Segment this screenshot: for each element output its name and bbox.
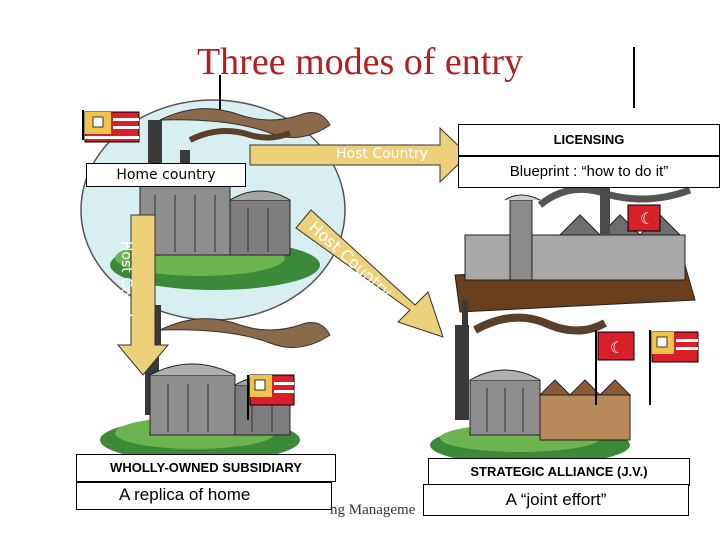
replica-label: A replica of home <box>76 482 332 510</box>
licensing-label: LICENSING <box>458 124 720 156</box>
alliance-label: STRATEGIC ALLIANCE (J.V.) <box>428 458 690 486</box>
svg-text:☾: ☾ <box>610 338 624 357</box>
arrow-down <box>116 214 170 376</box>
home-country-label: Home country <box>86 163 246 187</box>
arrow-down-label: Host County <box>118 240 135 328</box>
arrow-right-label: Host Country <box>336 146 428 162</box>
licensing-flag-icon: ☾ <box>627 204 661 232</box>
joint-effort-label: A “joint effort” <box>423 484 689 516</box>
alliance-factory-illustration <box>430 300 632 465</box>
alliance-flag-crescent-icon: ☾ <box>595 330 635 405</box>
arrow-right <box>249 126 469 184</box>
subsidiary-flag-icon <box>247 374 295 420</box>
svg-text:☾: ☾ <box>640 209 654 228</box>
alliance-flag-cross-icon <box>649 330 699 405</box>
licensing-factory-illustration <box>454 185 696 313</box>
arrow-diagonal <box>295 209 444 338</box>
slide-title: Three modes of entry <box>196 41 524 83</box>
footer-text: ng Manageme <box>330 502 416 518</box>
home-flag-icon <box>82 110 140 143</box>
wholly-owned-label: WHOLLY-OWNED SUBSIDIARY <box>76 454 336 482</box>
blueprint-label: Blueprint : “how to do it” <box>458 156 720 188</box>
